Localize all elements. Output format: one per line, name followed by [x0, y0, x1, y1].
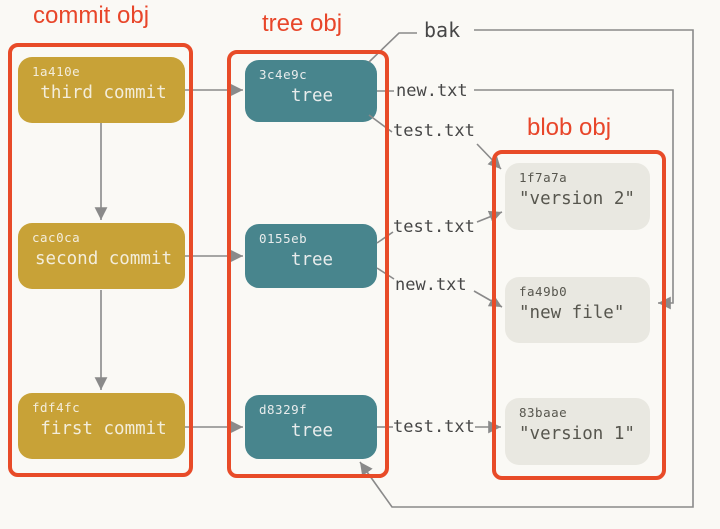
blob-hash: 1f7a7a	[519, 170, 568, 185]
blob-node-version2: 1f7a7a "version 2"	[505, 163, 650, 230]
blob-node-version1: 83baae "version 1"	[505, 398, 650, 465]
file-label-test-txt-2: test.txt	[393, 217, 475, 237]
blob-hash: 83baae	[519, 405, 568, 420]
file-label-test-txt-1: test.txt	[393, 121, 475, 141]
commit-label: third commit	[40, 83, 167, 103]
tree-label: tree	[290, 250, 334, 270]
tree-hash: 3c4e9c	[259, 67, 308, 82]
file-label-test-txt-3: test.txt	[393, 417, 475, 437]
tree-node-d8329f: d8329f tree	[245, 395, 377, 459]
edge-tree2-newtxt-label	[376, 267, 395, 280]
commit-hash: 1a410e	[32, 64, 81, 79]
edge-bak-tree3	[359, 29, 694, 508]
file-label-new-txt-1: new.txt	[396, 81, 468, 101]
ref-label-bak: bak	[424, 18, 461, 42]
commit-node-third: 1a410e third commit	[18, 57, 185, 123]
commit-node-first: fdf4fc first commit	[18, 393, 185, 459]
edge-testtxt1-blob-version2	[476, 143, 502, 170]
edge-tree1-testtxt-label	[368, 114, 393, 133]
commit-label: first commit	[40, 419, 167, 439]
edge-newtxt2-blob-newfile	[473, 290, 503, 308]
commit-node-second: cac0ca second commit	[18, 223, 185, 289]
edge-testtxt2-blob-version2	[476, 210, 503, 223]
tree-node-0155eb: 0155eb tree	[245, 224, 377, 288]
commit-group-title: commit obj	[33, 2, 150, 29]
edge-tree2-testtxt-label	[376, 231, 394, 244]
tree-node-3c4e9c: 3c4e9c tree	[245, 60, 377, 122]
tree-group-title: tree obj	[262, 10, 343, 37]
commit-label: second commit	[35, 249, 172, 269]
blob-label: "version 1"	[519, 424, 635, 444]
blob-label: "version 2"	[519, 189, 635, 209]
tree-hash: 0155eb	[259, 231, 308, 246]
file-label-new-txt-2: new.txt	[395, 275, 467, 295]
blob-group-title: blob obj	[527, 114, 612, 141]
commit-hash: fdf4fc	[32, 400, 81, 415]
blob-label: "new file"	[519, 303, 625, 323]
blob-node-newfile: fa49b0 "new file"	[505, 277, 650, 343]
tree-label: tree	[290, 421, 334, 441]
blob-hash: fa49b0	[519, 284, 568, 299]
edge-tree1-bak-label	[368, 32, 417, 63]
tree-label: tree	[290, 86, 334, 106]
tree-hash: d8329f	[259, 402, 308, 417]
commit-hash: cac0ca	[32, 230, 81, 245]
